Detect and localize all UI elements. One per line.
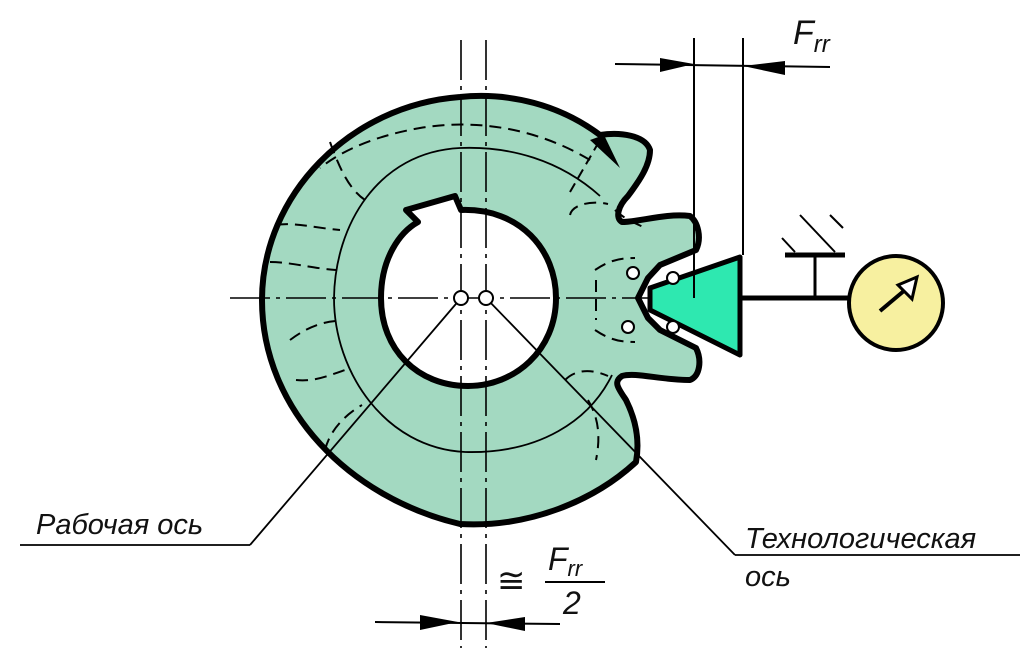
fixed-support-icon bbox=[781, 214, 845, 298]
measuring-probe bbox=[621, 254, 852, 358]
bore-with-keyway bbox=[378, 193, 559, 389]
tech-axis-point bbox=[478, 290, 494, 306]
rotation-arrow-icon bbox=[569, 135, 620, 193]
bottom-dimension bbox=[374, 581, 605, 631]
top-dimension bbox=[614, 38, 831, 298]
bottom-fraction-denominator: 2 bbox=[562, 585, 581, 621]
tech-axis-label-line2: ось bbox=[745, 561, 791, 593]
working-axis-point bbox=[453, 290, 469, 306]
working-axis-label: Рабочая ось bbox=[36, 509, 203, 541]
leader-lines bbox=[20, 297, 1020, 556]
dial-gauge-icon bbox=[847, 254, 945, 352]
tech-axis-label-line1: Технологическая bbox=[745, 523, 976, 555]
top-dimension-label: Frr bbox=[793, 14, 831, 58]
approx-equal-sign: ≅ bbox=[497, 562, 526, 600]
gear-wheel bbox=[259, 92, 703, 528]
bottom-fraction-numerator: Frr bbox=[548, 541, 584, 581]
